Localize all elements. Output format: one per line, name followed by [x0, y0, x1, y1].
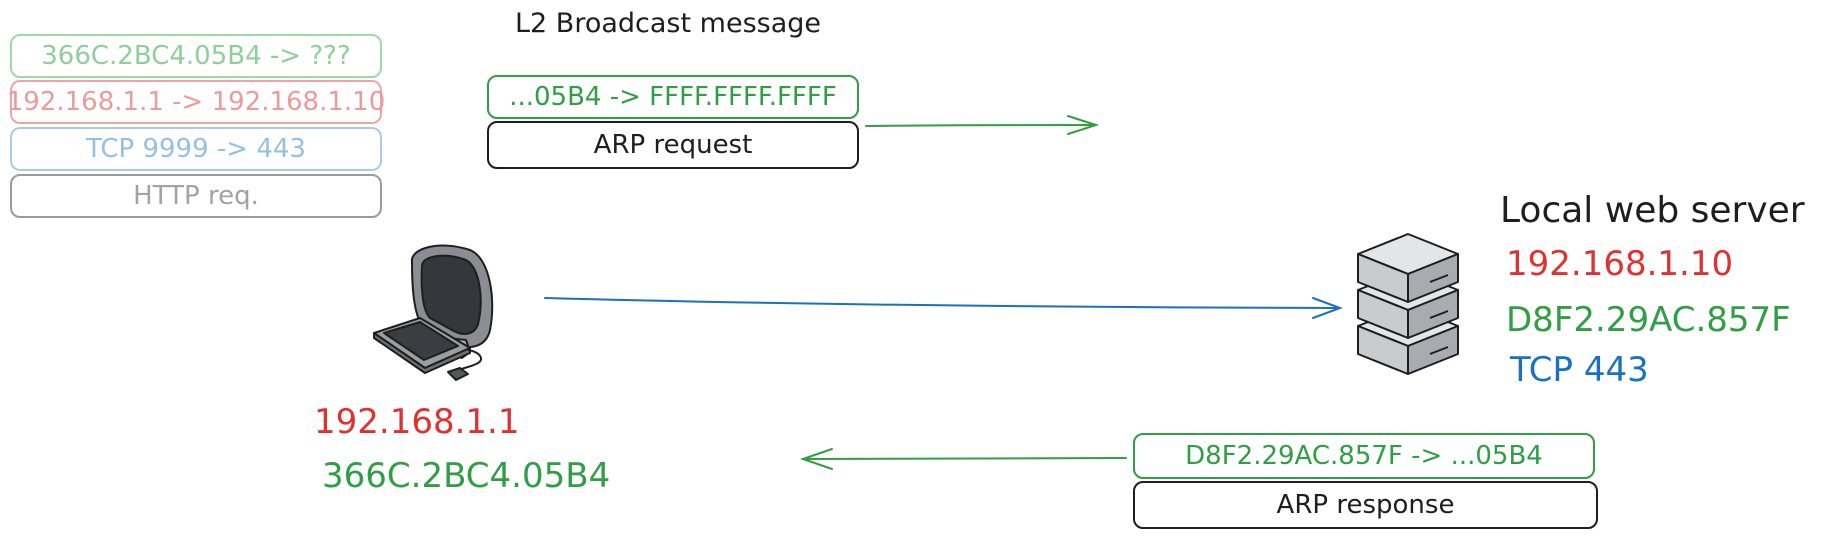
broadcast-frame-box: ...05B4 -> FFFF.FFFF.FFFF [487, 75, 859, 119]
packet-l2-box: 366C.2BC4.05B4 -> ??? [10, 34, 382, 78]
response-frame-label: D8F2.29AC.857F -> ...05B4 [1185, 441, 1543, 471]
packet-l3-box: 192.168.1.1 -> 192.168.1.10 [7, 80, 385, 124]
server-mac: D8F2.29AC.857F [1506, 300, 1791, 340]
client-ip: 192.168.1.1 [314, 402, 520, 442]
packet-l7-label: HTTP req. [133, 181, 259, 211]
broadcast-title: L2 Broadcast message [515, 8, 822, 39]
response-arrow [799, 448, 1127, 470]
packet-l4-label: TCP 9999 -> 443 [86, 134, 306, 164]
packet-l4-box: TCP 9999 -> 443 [10, 127, 382, 171]
broadcast-frame-label: ...05B4 -> FFFF.FFFF.FFFF [509, 82, 837, 112]
broadcast-arrow [865, 115, 1100, 135]
server-ip: 192.168.1.10 [1506, 244, 1734, 284]
arp-response-label: ARP response [1276, 490, 1455, 520]
packet-l7-box: HTTP req. [10, 174, 382, 218]
packet-l2-label: 366C.2BC4.05B4 -> ??? [41, 41, 351, 71]
arp-request-label: ARP request [593, 130, 753, 160]
server-title: Local web server [1500, 190, 1805, 231]
arp-response-box: ARP response [1133, 481, 1598, 529]
request-arrow [544, 297, 1343, 319]
server-port: TCP 443 [1510, 350, 1649, 390]
client-mac: 366C.2BC4.05B4 [322, 456, 611, 496]
packet-l3-label: 192.168.1.1 -> 192.168.1.10 [6, 87, 386, 117]
arp-request-box: ARP request [487, 121, 859, 169]
response-frame-box: D8F2.29AC.857F -> ...05B4 [1133, 433, 1595, 479]
